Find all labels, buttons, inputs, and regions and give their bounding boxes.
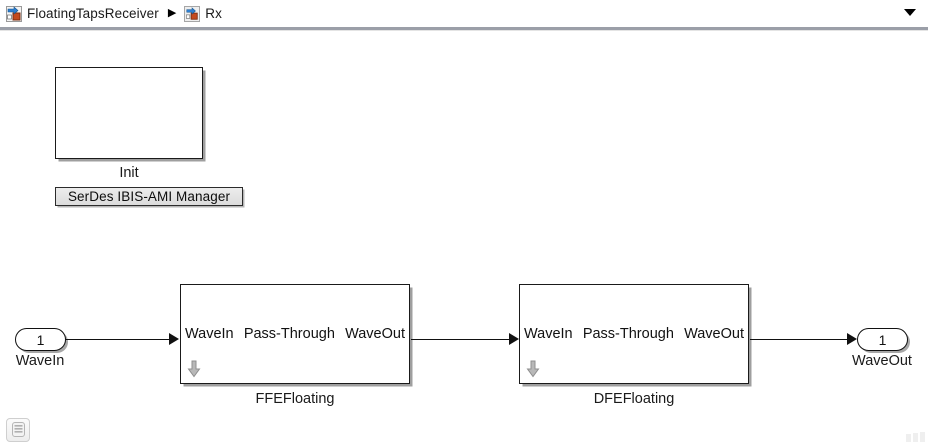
signal-arrow-icon (847, 333, 857, 345)
signal-arrow-icon (509, 333, 519, 345)
grip-bar (913, 433, 918, 442)
dfe-out-label: WaveOut (684, 326, 744, 342)
breadcrumb-item-rx[interactable]: Rx (182, 3, 224, 24)
toolbar-separator-secondary (0, 30, 928, 31)
toolbar-separator (0, 27, 928, 30)
signal-line-ffe-to-dfe[interactable] (411, 338, 511, 341)
ffe-mid-label: Pass-Through (243, 326, 335, 342)
breadcrumb-separator-icon: ▶ (167, 7, 177, 19)
dfe-mid-label: Pass-Through (582, 326, 674, 342)
status-bar (0, 413, 928, 444)
down-arrow-icon[interactable] (187, 360, 201, 378)
grip-bar (906, 434, 911, 442)
signal-line-dfe-to-out[interactable] (750, 338, 849, 341)
serdes-ibis-ami-manager-label: SerDes IBIS-AMI Manager (67, 189, 231, 204)
simulink-model-icon (6, 5, 22, 22)
dfe-floating-block-label: DFEFloating (593, 391, 675, 407)
outport-waveout[interactable]: 1 (857, 328, 908, 351)
model-canvas[interactable]: Init SerDes IBIS-AMI Manager 1 WaveIn Wa… (0, 31, 928, 413)
chevron-down-icon[interactable] (904, 9, 916, 16)
signal-line-in-to-ffe[interactable] (66, 338, 171, 341)
serdes-ibis-ami-manager-button[interactable]: SerDes IBIS-AMI Manager (55, 187, 243, 206)
down-arrow-icon[interactable] (526, 360, 540, 378)
signal-arrow-icon (169, 333, 179, 345)
model-layers-icon[interactable] (6, 418, 30, 442)
ffe-in-label: WaveIn (185, 326, 234, 342)
breadcrumb-item-floatingtapsreceiver[interactable]: FloatingTapsReceiver (4, 3, 161, 24)
ffe-floating-block[interactable]: WaveIn Pass-Through WaveOut (180, 284, 410, 384)
inport-label: WaveIn (15, 353, 65, 369)
init-block-label: Init (119, 165, 139, 181)
breadcrumb-label: FloatingTapsReceiver (27, 6, 159, 21)
breadcrumb-label: Rx (205, 6, 222, 21)
ffe-out-label: WaveOut (345, 326, 405, 342)
simulink-subsystem-icon (184, 5, 201, 22)
outport-label: WaveOut (852, 353, 912, 369)
init-block[interactable] (55, 67, 203, 159)
inport-number: 1 (36, 331, 45, 348)
resize-grip-icon[interactable] (899, 432, 925, 442)
dfe-port-row: WaveIn Pass-Through WaveOut (520, 323, 748, 345)
outport-number: 1 (878, 331, 887, 348)
ffe-floating-block-label: FFEFloating (255, 391, 335, 407)
inport-wavein[interactable]: 1 (15, 328, 66, 351)
dfe-floating-block[interactable]: WaveIn Pass-Through WaveOut (519, 284, 749, 384)
ffe-port-row: WaveIn Pass-Through WaveOut (181, 323, 409, 345)
dfe-in-label: WaveIn (524, 326, 573, 342)
breadcrumb-bar: FloatingTapsReceiver ▶ Rx (0, 0, 928, 27)
grip-bar (920, 432, 925, 442)
